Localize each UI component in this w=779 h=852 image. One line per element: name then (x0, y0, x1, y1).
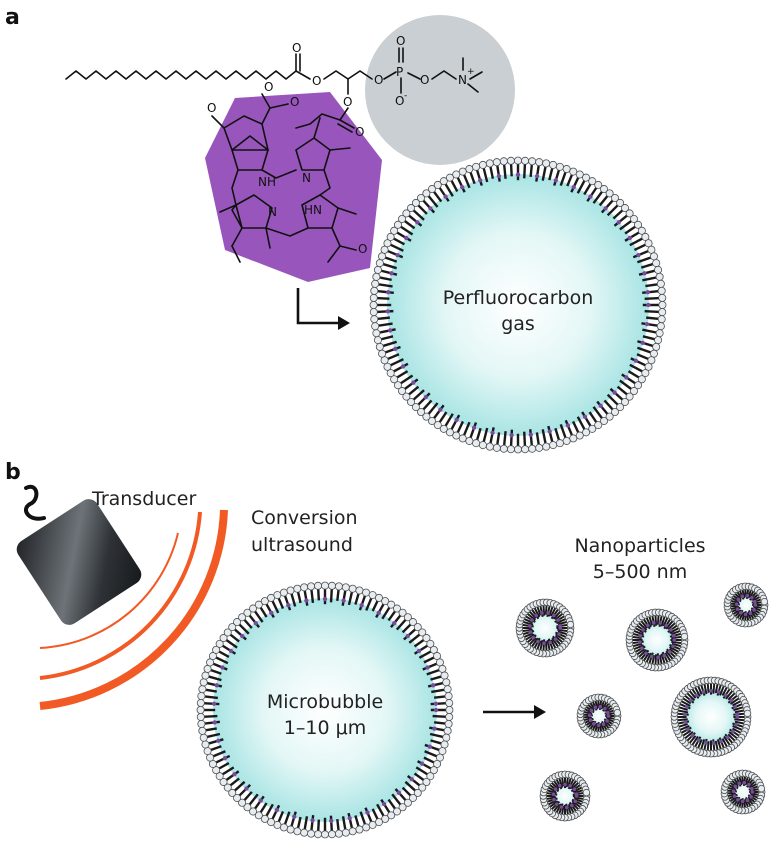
quaternary-nitrogen: N (458, 73, 467, 87)
gas-core (387, 174, 649, 436)
lipid-tails (375, 162, 661, 448)
lipid-headgroups (539, 770, 591, 822)
conversion-label: Conversion (251, 507, 358, 529)
porphyrin-n-top: N (302, 171, 311, 185)
lipid-headgroups (576, 693, 622, 739)
porphyrin-accents (587, 704, 611, 728)
nanoparticle (723, 582, 769, 628)
nanoparticle (576, 693, 622, 739)
panel-a-letter: a (5, 5, 20, 30)
methyl-ester-oxygen: O (264, 80, 273, 94)
transducer-body (16, 499, 142, 625)
phosphate-ester-oxygen-1: O (374, 73, 383, 87)
nanoparticle (625, 608, 689, 672)
cation-charge: + (467, 67, 475, 77)
microbubble-size-label: 1–10 μm (284, 717, 366, 739)
transducer-cable (24, 484, 46, 521)
acetyl-oxygen: O (358, 242, 367, 256)
nanoparticle (539, 770, 591, 822)
anion-charge: - (404, 91, 407, 101)
methyl-ester-oxygen-2: O (290, 95, 299, 109)
lipid-headgroups (196, 581, 454, 839)
nanoparticles-label: Nanoparticles (574, 535, 705, 557)
lipid-headgroups (723, 582, 769, 628)
porphyrin-accents (638, 621, 677, 660)
lipid-tails (202, 587, 448, 833)
lipid-molecule: O O O P O O - O N + O O (65, 15, 515, 282)
lipid-tails (631, 614, 683, 666)
porphyrin-n-bottom: N (268, 205, 277, 219)
perfluorocarbon-microbubble (369, 156, 667, 454)
conversion-arrow (483, 705, 546, 719)
porphyrin-hn: HN (304, 203, 322, 217)
transducer-label: Transducer (91, 488, 196, 510)
lipid-headgroups (369, 156, 667, 454)
porphyrin-accents (385, 172, 651, 438)
panel-b-letter: b (5, 460, 21, 485)
porphyrin-accents (211, 596, 439, 824)
ester-oxygen-1: O (312, 74, 321, 88)
lipid-headgroups (670, 676, 752, 758)
porphyrin-accents (551, 782, 579, 810)
assembly-arrow (296, 288, 350, 330)
gas-label: gas (501, 313, 535, 335)
ketone-oxygen: O (207, 101, 216, 115)
porphyrin-accents (731, 780, 755, 804)
ester-oxygen-2: O (343, 95, 352, 109)
microbubble-label: Microbubble (267, 691, 383, 713)
porphyrin-core (211, 93, 357, 263)
lipid-tails (521, 604, 569, 652)
nanoparticle (670, 676, 752, 758)
ultrasound-label: ultrasound (251, 534, 353, 556)
nanoparticle-group (515, 582, 769, 822)
phosphate-double-oxygen: O (396, 34, 405, 48)
gas-core (213, 598, 437, 822)
porphyrin-accents (734, 593, 758, 617)
fatty-acid-tail (65, 70, 297, 80)
carbonyl-oxygen-2: O (355, 125, 364, 139)
headgroup-circle (365, 15, 515, 165)
porphyrin-accents (528, 611, 563, 646)
phosphate-ester-oxygen-2: O (420, 73, 429, 87)
phosphate-anion-oxygen: O (395, 94, 404, 108)
perfluorocarbon-label: Perfluorocarbon (443, 287, 594, 309)
porphyrin-hexagon (205, 92, 382, 282)
carbonyl-oxygen-1: O (292, 41, 301, 55)
lipid-headgroups (515, 598, 575, 658)
nanoparticle (515, 598, 575, 658)
porphyrin-nh: NH (258, 175, 276, 189)
ultrasound-waves (39, 509, 228, 710)
lipid-headgroups (625, 608, 689, 672)
microbubble (196, 581, 454, 839)
nanoparticles-size-label: 5–500 nm (593, 561, 687, 583)
lipid-headgroups (720, 769, 766, 815)
phosphorus-atom: P (396, 65, 403, 79)
porphyrin-accents (683, 688, 740, 745)
gas-core (682, 688, 740, 746)
nanoparticle (720, 769, 766, 815)
